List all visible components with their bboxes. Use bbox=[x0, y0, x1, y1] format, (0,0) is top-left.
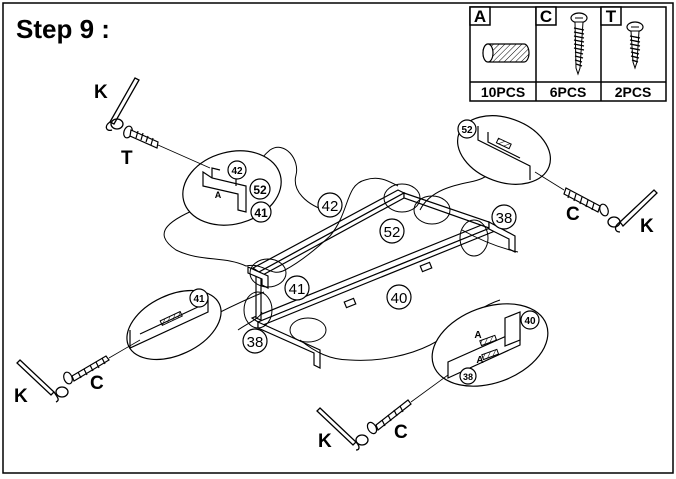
callout-42: 42 bbox=[322, 198, 339, 215]
callout-38-left: 38 bbox=[247, 334, 264, 351]
allen-key-icon bbox=[16, 77, 658, 451]
detail-bubble-top-right: 52 bbox=[456, 115, 552, 185]
callout-52: 52 bbox=[384, 224, 401, 241]
step-title: Step 9 : bbox=[16, 14, 110, 44]
callout-41-left: 41 bbox=[193, 294, 205, 305]
detail-bubble-bottom-right: 40 38 A A bbox=[431, 303, 549, 387]
callout-40: 40 bbox=[391, 290, 408, 307]
callout-41-bubble: 41 bbox=[254, 206, 268, 220]
part-qty-c: 6PCS bbox=[550, 84, 587, 100]
dowel-label-a-top: A bbox=[215, 190, 222, 200]
k-labels: K K K K bbox=[14, 82, 654, 452]
callout-42-bubble: 42 bbox=[231, 166, 243, 177]
callout-41: 41 bbox=[289, 281, 306, 298]
frame-assembly bbox=[247, 189, 516, 369]
callout-38-bubble: 38 bbox=[463, 372, 473, 382]
label-t: T bbox=[121, 148, 133, 169]
detail-outline bbox=[163, 147, 519, 361]
screw-labels: T C C C bbox=[90, 148, 580, 443]
label-k-top: K bbox=[94, 82, 108, 103]
part-qty-a: 10PCS bbox=[481, 84, 525, 100]
part-letter-c: C bbox=[540, 7, 552, 26]
label-k-bottom: K bbox=[318, 431, 332, 452]
label-c-left: C bbox=[90, 373, 104, 394]
callout-52-topright: 52 bbox=[461, 125, 473, 136]
callout-52-bubble: 52 bbox=[253, 183, 267, 197]
label-c-bottom: C bbox=[394, 422, 408, 443]
part-qty-t: 2PCS bbox=[615, 84, 652, 100]
detail-bubble-top-left: 42 52 41 A bbox=[182, 150, 282, 226]
detail-bubble-left: 41 bbox=[126, 288, 222, 361]
label-c-right: C bbox=[566, 204, 580, 225]
parts-table: A C T 10PCS 6PCS 2PCS bbox=[469, 6, 667, 102]
long-screw-icon bbox=[570, 12, 588, 76]
label-k-right: K bbox=[640, 216, 654, 237]
dowel-label-a-1: A bbox=[474, 330, 481, 341]
screw-icon bbox=[63, 125, 609, 435]
label-k-left: K bbox=[14, 386, 28, 407]
joint-highlights bbox=[243, 183, 489, 343]
callout-40-bubble: 40 bbox=[524, 316, 536, 327]
part-callouts: 42 52 38 41 40 38 bbox=[242, 192, 517, 354]
dowel-label-a-2: A bbox=[476, 355, 483, 366]
callout-38-top: 38 bbox=[496, 210, 513, 227]
short-screw-icon bbox=[626, 21, 644, 70]
wood-dowel-icon bbox=[482, 43, 530, 63]
part-letter-t: T bbox=[606, 7, 617, 26]
part-letter-a: A bbox=[474, 7, 486, 26]
